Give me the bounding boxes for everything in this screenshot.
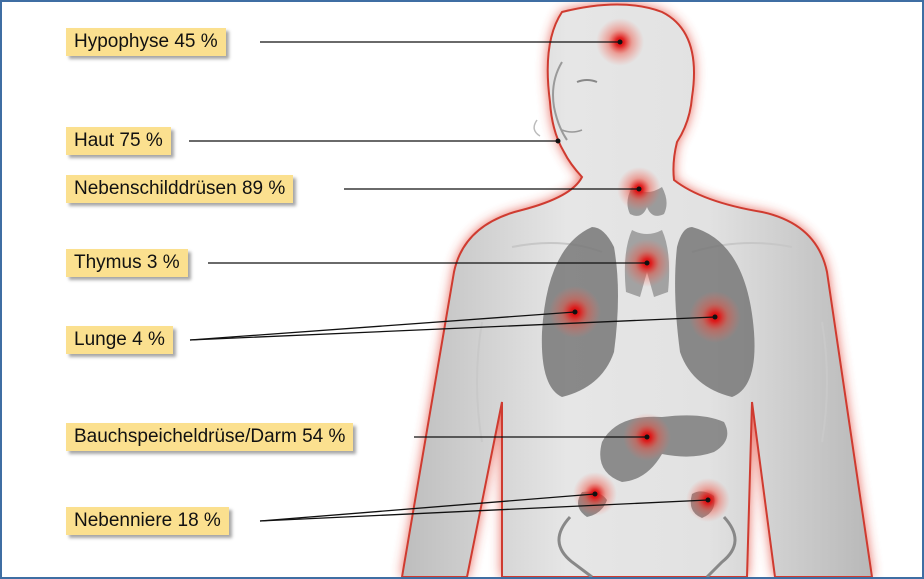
dot-lunge-right — [713, 315, 718, 320]
label-hypophyse: Hypophyse 45 % — [66, 28, 226, 56]
dot-haut — [556, 139, 561, 144]
human-figure — [402, 5, 872, 578]
label-nebenschilddruesen: Nebenschilddrüsen 89 % — [66, 175, 293, 203]
dot-hypophyse — [618, 40, 623, 45]
dot-nebenschilddruesen — [637, 187, 642, 192]
label-thymus: Thymus 3 % — [66, 249, 188, 277]
label-haut: Haut 75 % — [66, 127, 171, 155]
dot-lunge-left — [573, 310, 578, 315]
label-lunge: Lunge 4 % — [66, 326, 173, 354]
label-bauchspeicheldruese: Bauchspeicheldrüse/Darm 54 % — [66, 423, 353, 451]
label-nebenniere: Nebenniere 18 % — [66, 507, 229, 535]
dot-bauchspeicheldruese — [645, 435, 650, 440]
dot-nebenniere-right — [706, 498, 711, 503]
dot-thymus — [645, 261, 650, 266]
dot-nebenniere-left — [593, 492, 598, 497]
